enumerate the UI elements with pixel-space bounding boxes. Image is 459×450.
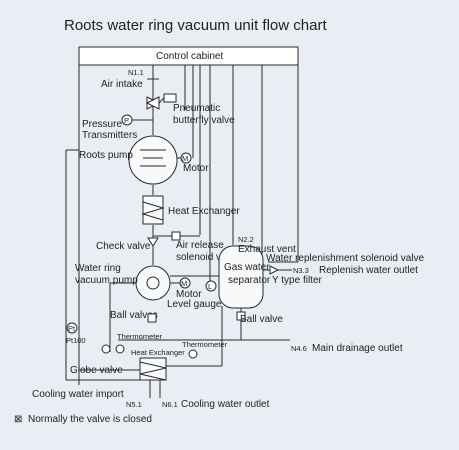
n3-3-label: N3.3 (293, 266, 309, 275)
n4-6-label: N4.6 (291, 344, 307, 353)
legend-text: Normally the valve is closed (28, 414, 152, 425)
roots-motor-icon (180, 152, 192, 164)
water-ring-label-1: Water ring (75, 263, 121, 274)
pneumatic-label-1: Pneumatic (173, 103, 220, 114)
cooling-outlet-label: Cooling water outlet (181, 399, 270, 410)
exhaust-vent-label: Exhaust vent (238, 244, 296, 255)
replenish-valve-icon (269, 265, 280, 275)
air-release-label-1: Air release (176, 240, 224, 251)
pump-ball-valve-icon (147, 313, 157, 323)
level-gauge-icon (205, 280, 217, 292)
control-cabinet-label: Control cabinet (156, 51, 223, 62)
pt100-label: Pt100 (66, 336, 86, 345)
water-ring-pump-icon (135, 265, 171, 301)
roots-motor-symbol: M (182, 154, 188, 163)
ball-valve-label: Ball valve (240, 314, 283, 325)
pneumatic-label-2: butterfly valve (173, 115, 235, 126)
legend-closed-valve-icon: ⊠ (14, 414, 22, 425)
thermometer-label-2: Thermometer (182, 340, 228, 349)
replenish-outlet-label: Replenish water outlet (319, 265, 418, 276)
water-ring-rotor (146, 276, 160, 290)
cooling-import-label: Cooling water import (32, 389, 124, 400)
n6-1-label: N6.1 (162, 400, 178, 409)
heat-exchanger-2-coil (139, 361, 167, 381)
pt-symbol: Pt (68, 324, 76, 333)
water-ring-label-2: vacuum pump (75, 275, 138, 286)
air-release-valve-icon (171, 231, 181, 241)
water-ring-motor-symbol: M (181, 279, 187, 288)
roots-pump-rotor (140, 149, 166, 167)
heat-exchanger-coil (141, 201, 165, 221)
n2-2-label: N2.2 (238, 235, 254, 244)
control-cabinet-box (78, 46, 299, 66)
signal-lines (78, 65, 299, 385)
check-valve-label: Check valve (96, 241, 151, 252)
main-drainage-label: Main drainage outlet (312, 343, 403, 354)
thermometer-3-icon (188, 349, 198, 359)
water-ring-motor-icon (179, 277, 191, 289)
gas-water-label-1: Gas water (224, 262, 270, 273)
heat-exchanger-2-label: Heat Exchanger (131, 348, 185, 357)
roots-pump-icon (128, 135, 178, 185)
air-release-label-2: solenoid valve (176, 252, 240, 263)
thermometer-label-1: Thermometer (117, 332, 163, 341)
pressure-gauge-2-icon (101, 344, 111, 354)
pt100-icon (66, 322, 78, 334)
y-filter-label: Y type filter (272, 275, 323, 286)
n5-1-label: N5.1 (126, 400, 142, 409)
heat-exchanger-icon (142, 195, 164, 225)
check-valve-icon (147, 237, 159, 247)
n1-1-label: N1.1 (128, 68, 144, 77)
gas-water-label-2: separator (228, 275, 271, 286)
globe-valve-label: Globe valve (70, 365, 123, 376)
thermometer-2-icon (115, 344, 125, 354)
water-ring-motor-label: Motor (176, 289, 202, 300)
pressure-label-1: Pressure (82, 119, 122, 130)
air-intake-label: Air intake (101, 79, 143, 90)
ball-valves-label: Ball valves (110, 310, 158, 321)
level-symbol: L (208, 282, 212, 291)
roots-pump-label: Roots pump (79, 150, 133, 161)
pressure-symbol: P (124, 116, 129, 125)
roots-motor-label: Motor (183, 163, 209, 174)
pressure-label-2: Transmitters (82, 130, 137, 141)
level-gauge-label: Level gauge (167, 299, 222, 310)
replenish-valve-label: Water replenishment solenoid valve (266, 253, 424, 264)
pneumatic-valve-symbol (145, 93, 177, 110)
heat-exchanger-label: Heat Exchanger (168, 206, 240, 217)
chart-title: Roots water ring vacuum unit flow chart (64, 17, 327, 34)
separator-ball-valve-icon (236, 311, 246, 321)
